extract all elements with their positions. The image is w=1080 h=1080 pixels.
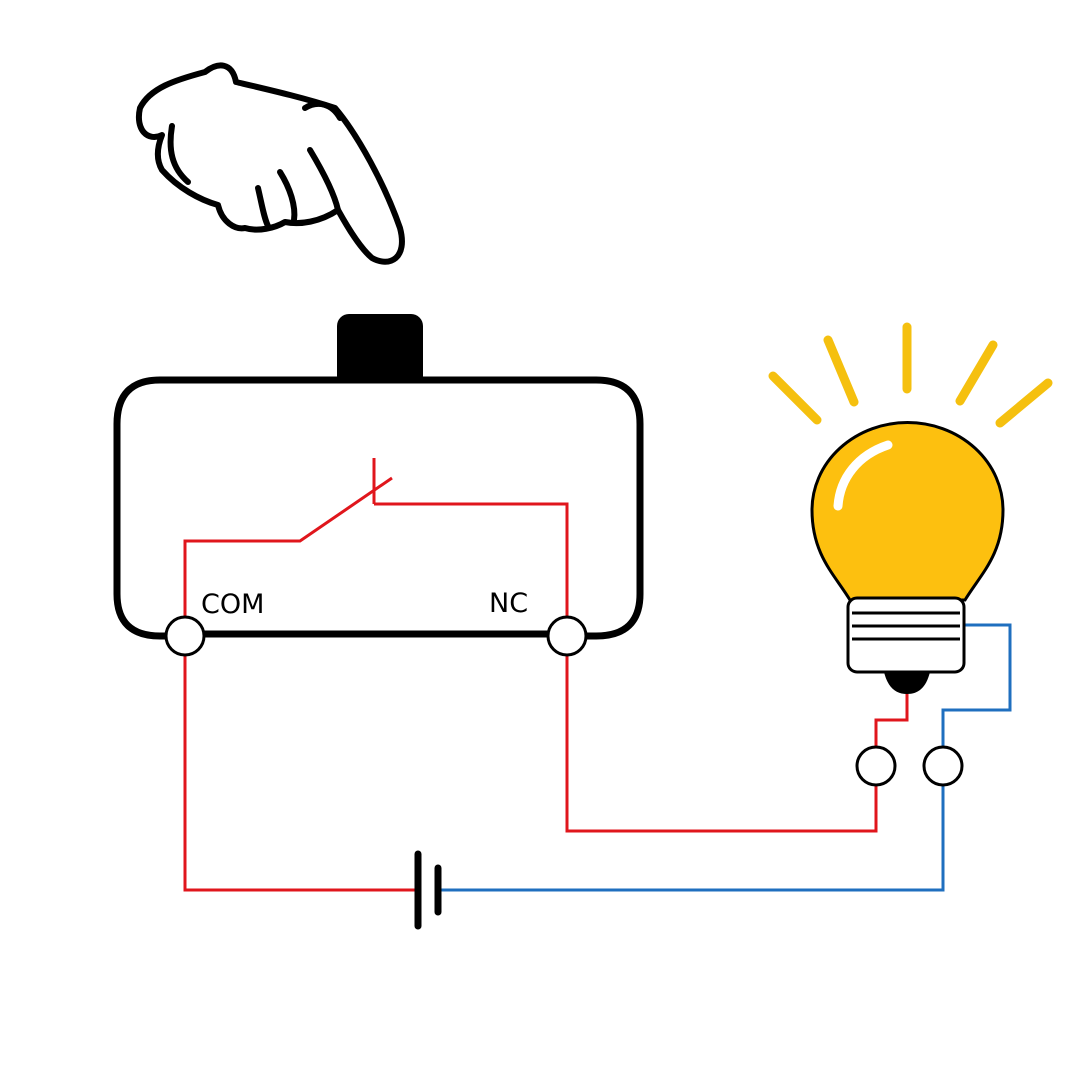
nc-label: NC [489, 588, 528, 619]
nc-terminal[interactable] [546, 615, 588, 657]
battery-icon [414, 850, 442, 930]
com-label: COM [201, 589, 264, 620]
positive-wire [183, 636, 909, 892]
bulb-highlight [833, 440, 893, 511]
pointing-hand-icon [135, 62, 405, 265]
negative-wire [440, 623, 1012, 892]
com-terminal[interactable] [164, 615, 206, 657]
push-button-plunger[interactable] [337, 314, 423, 388]
lamp-terminal-right[interactable] [922, 745, 964, 787]
lamp-terminal-left[interactable] [855, 745, 897, 787]
light-rays [768, 322, 1053, 428]
switch-contact-icon [183, 458, 569, 636]
bulb-glass [810, 421, 1005, 602]
bulb-tip [884, 672, 930, 694]
bulb-base [846, 596, 966, 674]
switch-housing [113, 376, 644, 640]
light-bulb-icon [810, 421, 1005, 694]
